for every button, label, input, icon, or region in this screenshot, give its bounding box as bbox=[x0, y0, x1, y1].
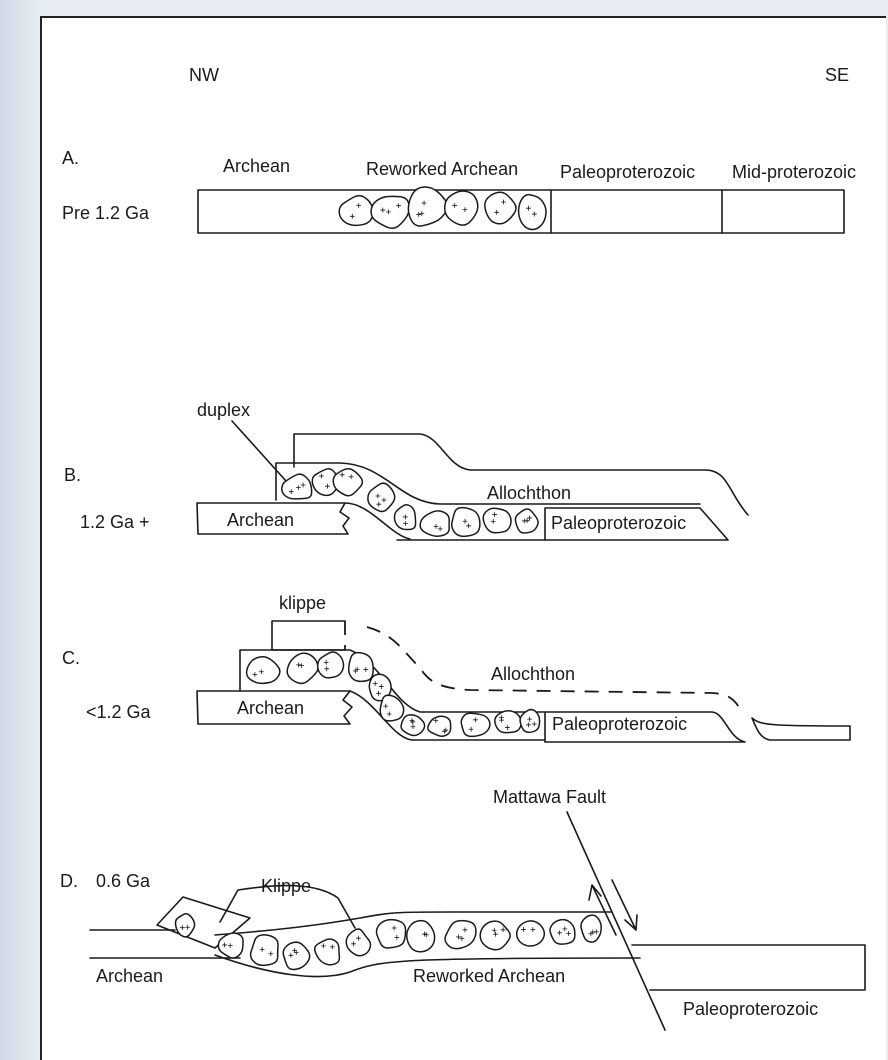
granite-blob bbox=[550, 920, 575, 944]
panel-b: B. 1.2 Ga + duplex Allochthon Archean Pa… bbox=[64, 400, 748, 540]
granite-blob bbox=[376, 920, 405, 948]
panel-b-duplex-leader-line bbox=[232, 421, 286, 481]
panel-a-reworked-archean-label: Reworked Archean bbox=[366, 159, 518, 179]
granite-blob bbox=[318, 652, 344, 678]
panel-a-letter: A. bbox=[62, 148, 79, 168]
panel-d-fault-label: Mattawa Fault bbox=[493, 787, 606, 807]
granite-blob bbox=[407, 921, 435, 952]
panel-c-allochthon-label: Allochthon bbox=[491, 664, 575, 684]
granite-blob bbox=[428, 716, 451, 736]
panel-c-archean-label: Archean bbox=[237, 698, 304, 718]
granite-blob bbox=[349, 653, 374, 682]
granite-blob bbox=[282, 474, 312, 499]
panel-a-archean-label: Archean bbox=[223, 156, 290, 176]
granite-blob bbox=[485, 192, 516, 224]
granite-blob bbox=[483, 508, 511, 533]
granite-blob bbox=[251, 935, 278, 965]
granite-blob bbox=[445, 191, 478, 225]
panel-a: A. Pre 1.2 Ga Archean Reworked Archean P… bbox=[62, 148, 856, 233]
granite-blob bbox=[519, 195, 546, 230]
granite-blob bbox=[368, 483, 395, 511]
panel-b-paleoproterozoic-label: Paleoproterozoic bbox=[551, 513, 686, 533]
panel-b-letter: B. bbox=[64, 465, 81, 485]
granite-blob bbox=[339, 196, 373, 226]
nw-label: NW bbox=[189, 65, 219, 85]
panel-c-age: <1.2 Ga bbox=[86, 702, 152, 722]
panel-d-archean-label: Archean bbox=[96, 966, 163, 986]
granite-blob bbox=[495, 711, 521, 733]
panel-d-letter: D. bbox=[60, 871, 78, 891]
panel-b-archean-label: Archean bbox=[227, 510, 294, 530]
panel-b-age: 1.2 Ga + bbox=[80, 512, 150, 532]
granite-blob bbox=[333, 469, 362, 496]
panel-d-reworked-blobs bbox=[175, 914, 601, 970]
granite-blob bbox=[461, 713, 490, 736]
panel-c-letter: C. bbox=[62, 648, 80, 668]
panel-a-mid-proterozoic-label: Mid-proterozoic bbox=[732, 162, 856, 182]
granite-blob bbox=[346, 929, 370, 956]
panel-d-paleoproterozoic-block bbox=[632, 945, 865, 990]
panel-c-foreland-slab bbox=[752, 718, 850, 740]
granite-blob bbox=[581, 915, 601, 942]
granite-blob bbox=[283, 942, 310, 969]
granite-blob bbox=[452, 508, 480, 537]
panel-a-reworked-archean-blobs bbox=[339, 187, 546, 229]
granite-blob bbox=[517, 921, 545, 946]
panel-d-fault-down-arrow bbox=[612, 880, 637, 930]
se-label: SE bbox=[825, 65, 849, 85]
panel-a-paleoproterozoic-label: Paleoproterozoic bbox=[560, 162, 695, 182]
granite-blob bbox=[175, 914, 194, 937]
panel-d-reworked-archean-label: Reworked Archean bbox=[413, 966, 565, 986]
panel-c-klippe-block bbox=[272, 621, 345, 650]
panel-b-allochthon-label: Allochthon bbox=[487, 483, 571, 503]
granite-blob bbox=[287, 653, 318, 683]
panel-a-age: Pre 1.2 Ga bbox=[62, 203, 150, 223]
panel-d-paleoproterozoic-label: Paleoproterozoic bbox=[683, 999, 818, 1019]
panel-b-duplex-label: duplex bbox=[197, 400, 250, 420]
granite-blob bbox=[420, 511, 449, 536]
granite-blob bbox=[408, 187, 447, 226]
panel-d: D. 0.6 Ga Mattawa Fault Klippe Archean R… bbox=[60, 787, 865, 1030]
granite-blob bbox=[371, 196, 409, 228]
panel-c: C. <1.2 Ga klippe Allochthon Archean Pal… bbox=[62, 593, 850, 742]
panel-c-klippe-label: klippe bbox=[279, 593, 326, 613]
panel-d-age: 0.6 Ga bbox=[96, 871, 151, 891]
granite-blob bbox=[315, 939, 340, 965]
granite-blob bbox=[445, 921, 476, 949]
panel-c-paleoproterozoic-label: Paleoproterozoic bbox=[552, 714, 687, 734]
granite-blob bbox=[247, 657, 280, 684]
